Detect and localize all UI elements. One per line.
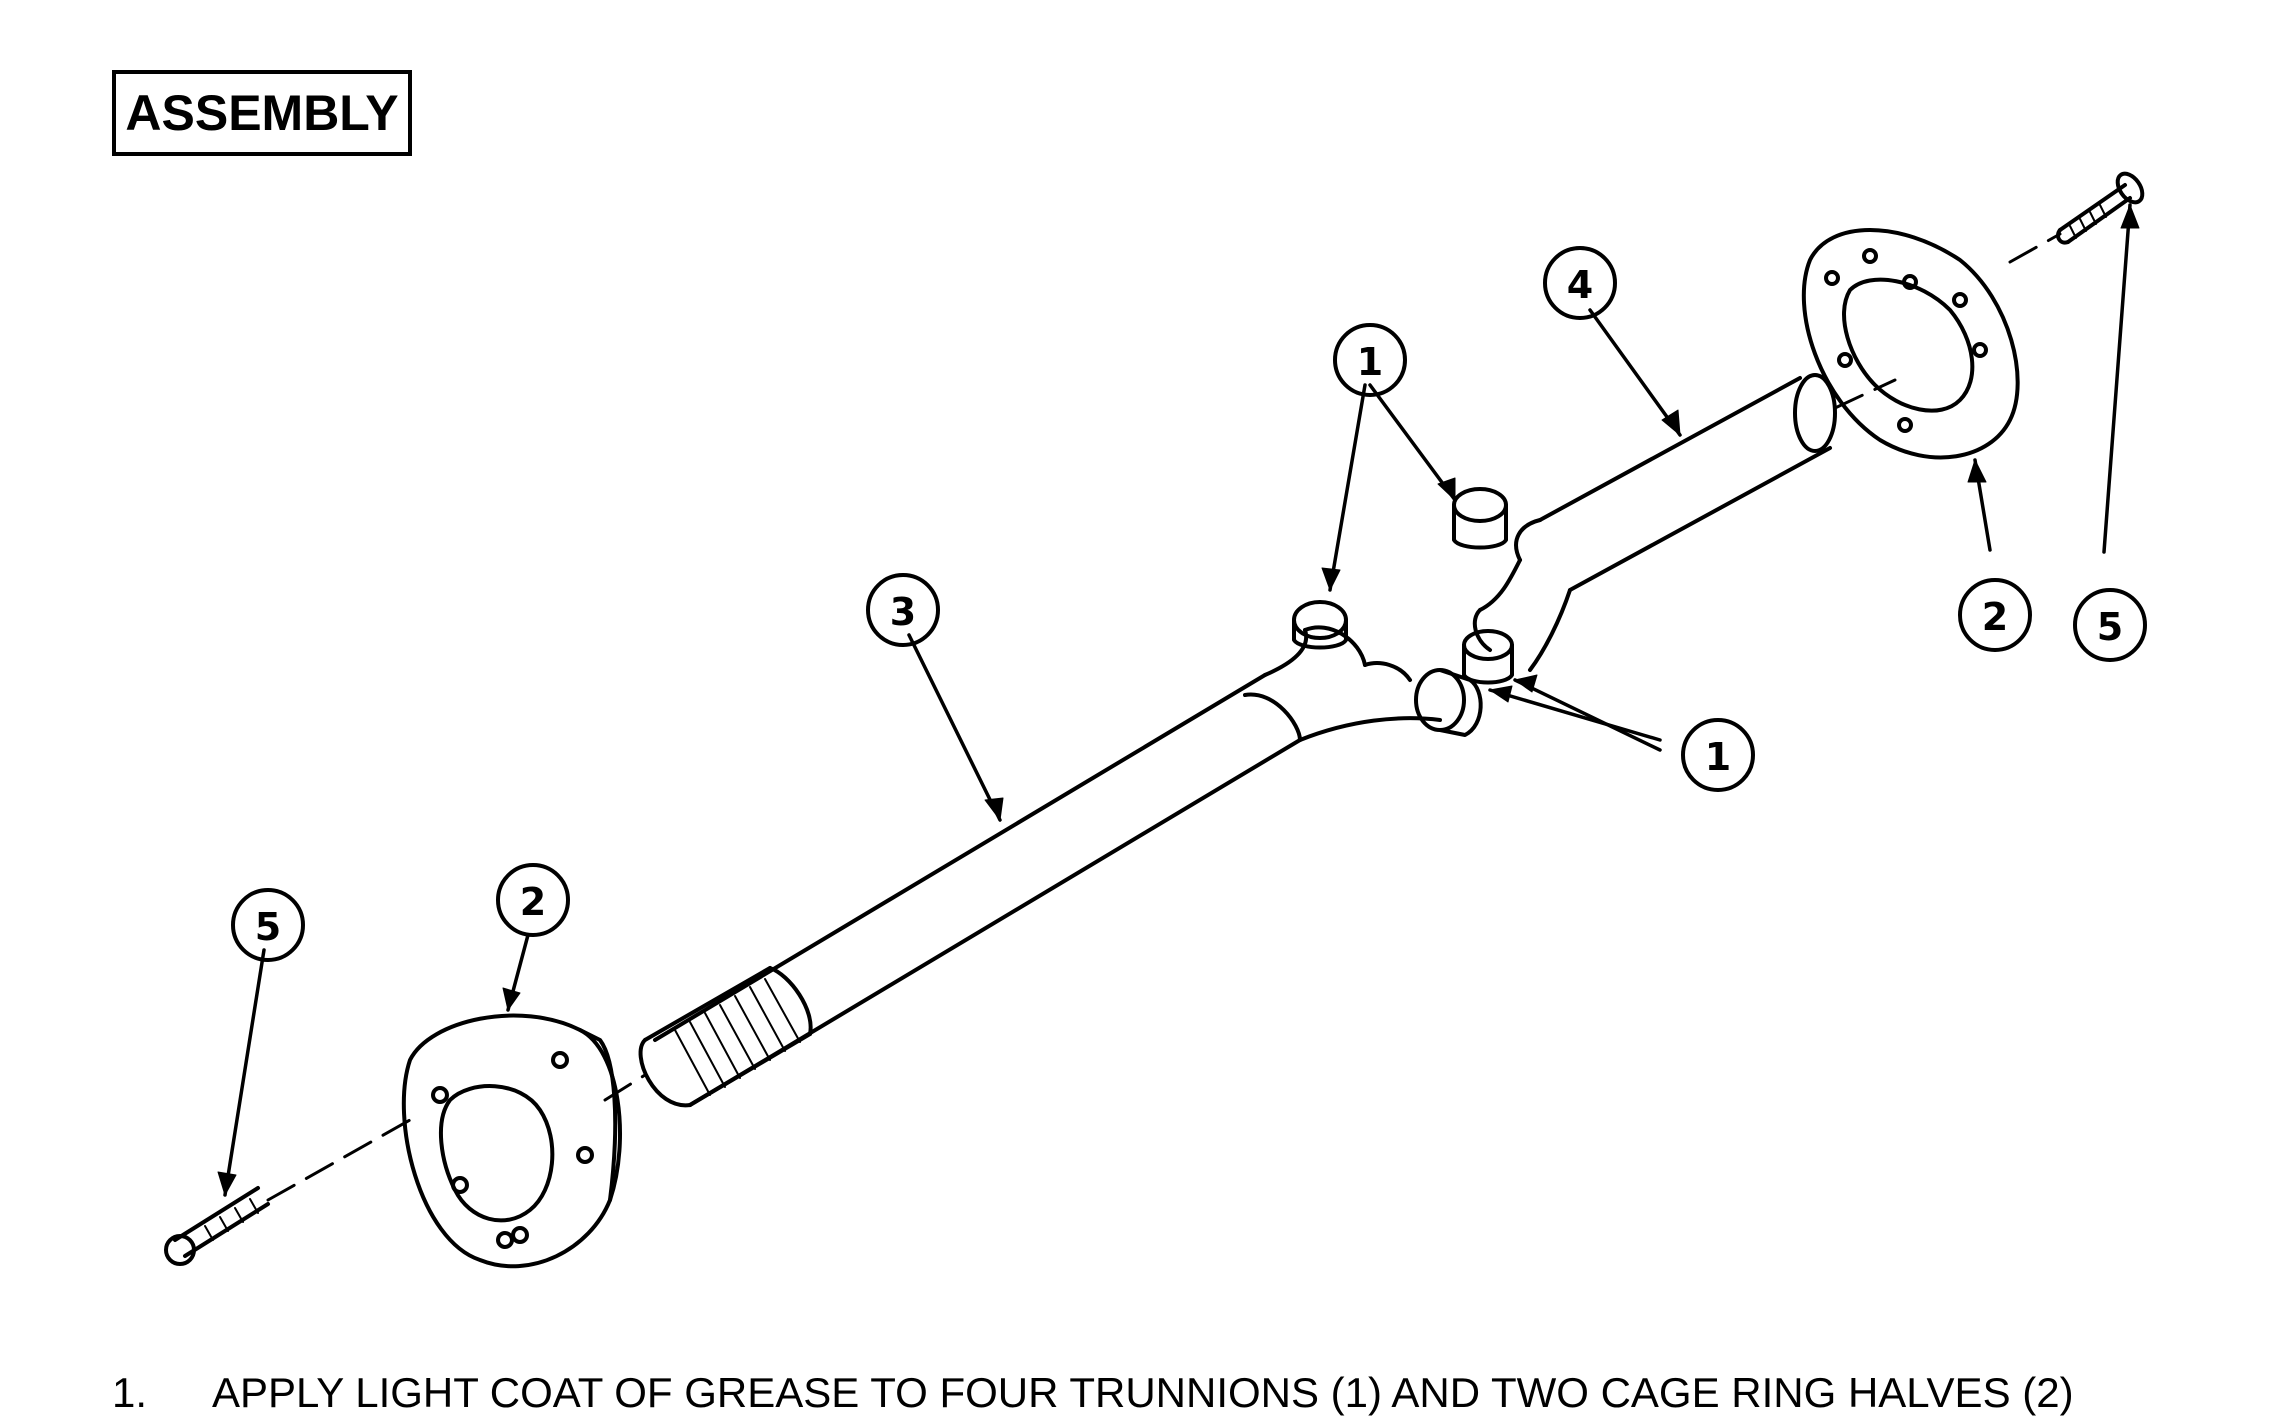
callout-circle-5-right — [2073, 588, 2147, 662]
trunnion-left-upper — [1292, 600, 1348, 650]
callout-label-1-bottom: 1 — [1705, 735, 1731, 779]
trunnion-right-upper — [1452, 487, 1508, 550]
cage-ring-left — [401, 1013, 622, 1269]
step-1: 1. APPLY LIGHT COAT OF GREASE TO FOUR TRU… — [112, 1368, 2262, 1418]
callout-circle-3 — [866, 573, 940, 647]
callout-label-2-right: 2 — [1982, 595, 2008, 639]
alignment-lines — [266, 232, 2062, 1202]
inner-shaft — [638, 625, 1442, 1108]
callout-circle-4 — [1543, 246, 1617, 320]
callout-circle-1-top — [1333, 323, 1407, 397]
callout-label-5-left: 5 — [255, 905, 281, 949]
callout-circle-2-left — [496, 863, 570, 937]
callout-label-4: 4 — [1567, 263, 1593, 307]
callout-circle-1-bottom — [1681, 718, 1755, 792]
callout-label-1-top: 1 — [1357, 340, 1383, 384]
outer-shaft — [1472, 373, 1837, 672]
screw-left — [164, 1186, 270, 1266]
screw-right — [2056, 171, 2145, 245]
arrowheads — [217, 204, 2140, 1196]
step-1-text: APPLY LIGHT COAT OF GREASE TO FOUR TRUNN… — [212, 1369, 2074, 1416]
step-1-number: 1. — [112, 1369, 148, 1416]
callout-circle-2-right — [1958, 578, 2032, 652]
callout-label-5-right: 5 — [2097, 605, 2123, 649]
callout-circle-5-left — [231, 888, 305, 962]
callout-label-2-left: 2 — [520, 880, 546, 924]
section-title: ASSEMBLY — [112, 70, 412, 156]
cage-ring-right — [1801, 228, 2020, 460]
callout-circles — [231, 246, 2147, 962]
trunnion-right-lower — [1462, 629, 1514, 685]
callout-label-3: 3 — [890, 590, 916, 634]
